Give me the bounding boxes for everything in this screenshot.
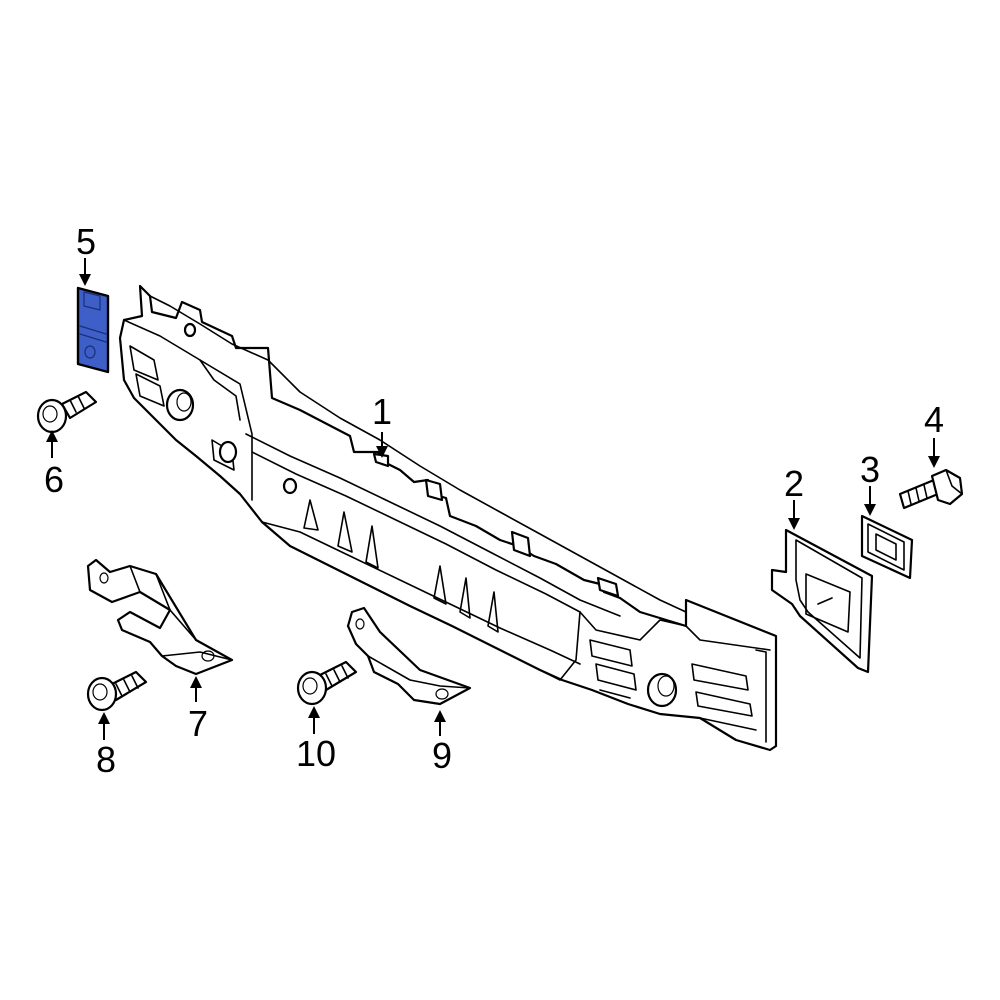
callout-labels: 1 2 3 4 5 6 7 8 9 10 bbox=[44, 221, 944, 780]
part-9-bracket[interactable] bbox=[346, 606, 472, 706]
part-7-bracket[interactable] bbox=[86, 558, 234, 676]
callout-10[interactable]: 10 bbox=[296, 733, 336, 774]
callout-1[interactable]: 1 bbox=[372, 391, 392, 432]
callout-4[interactable]: 4 bbox=[924, 399, 944, 440]
callout-3[interactable]: 3 bbox=[860, 449, 880, 490]
callout-6[interactable]: 6 bbox=[44, 459, 64, 500]
callout-5[interactable]: 5 bbox=[76, 221, 96, 262]
part-8-screw[interactable] bbox=[86, 670, 148, 712]
callout-8[interactable]: 8 bbox=[96, 739, 116, 780]
callout-2[interactable]: 2 bbox=[784, 463, 804, 504]
part-3-gasket[interactable] bbox=[860, 514, 914, 580]
part-10-screw[interactable] bbox=[296, 660, 358, 706]
part-6-screw[interactable] bbox=[36, 390, 98, 434]
callout-leaders bbox=[46, 258, 940, 740]
part-2-bracket-plate[interactable] bbox=[770, 528, 874, 674]
part-1-energy-absorber[interactable] bbox=[118, 284, 778, 752]
callout-9[interactable]: 9 bbox=[432, 735, 452, 776]
part-5-pad[interactable] bbox=[76, 286, 110, 374]
part-4-bolt[interactable] bbox=[898, 468, 964, 510]
callout-7[interactable]: 7 bbox=[188, 703, 208, 744]
